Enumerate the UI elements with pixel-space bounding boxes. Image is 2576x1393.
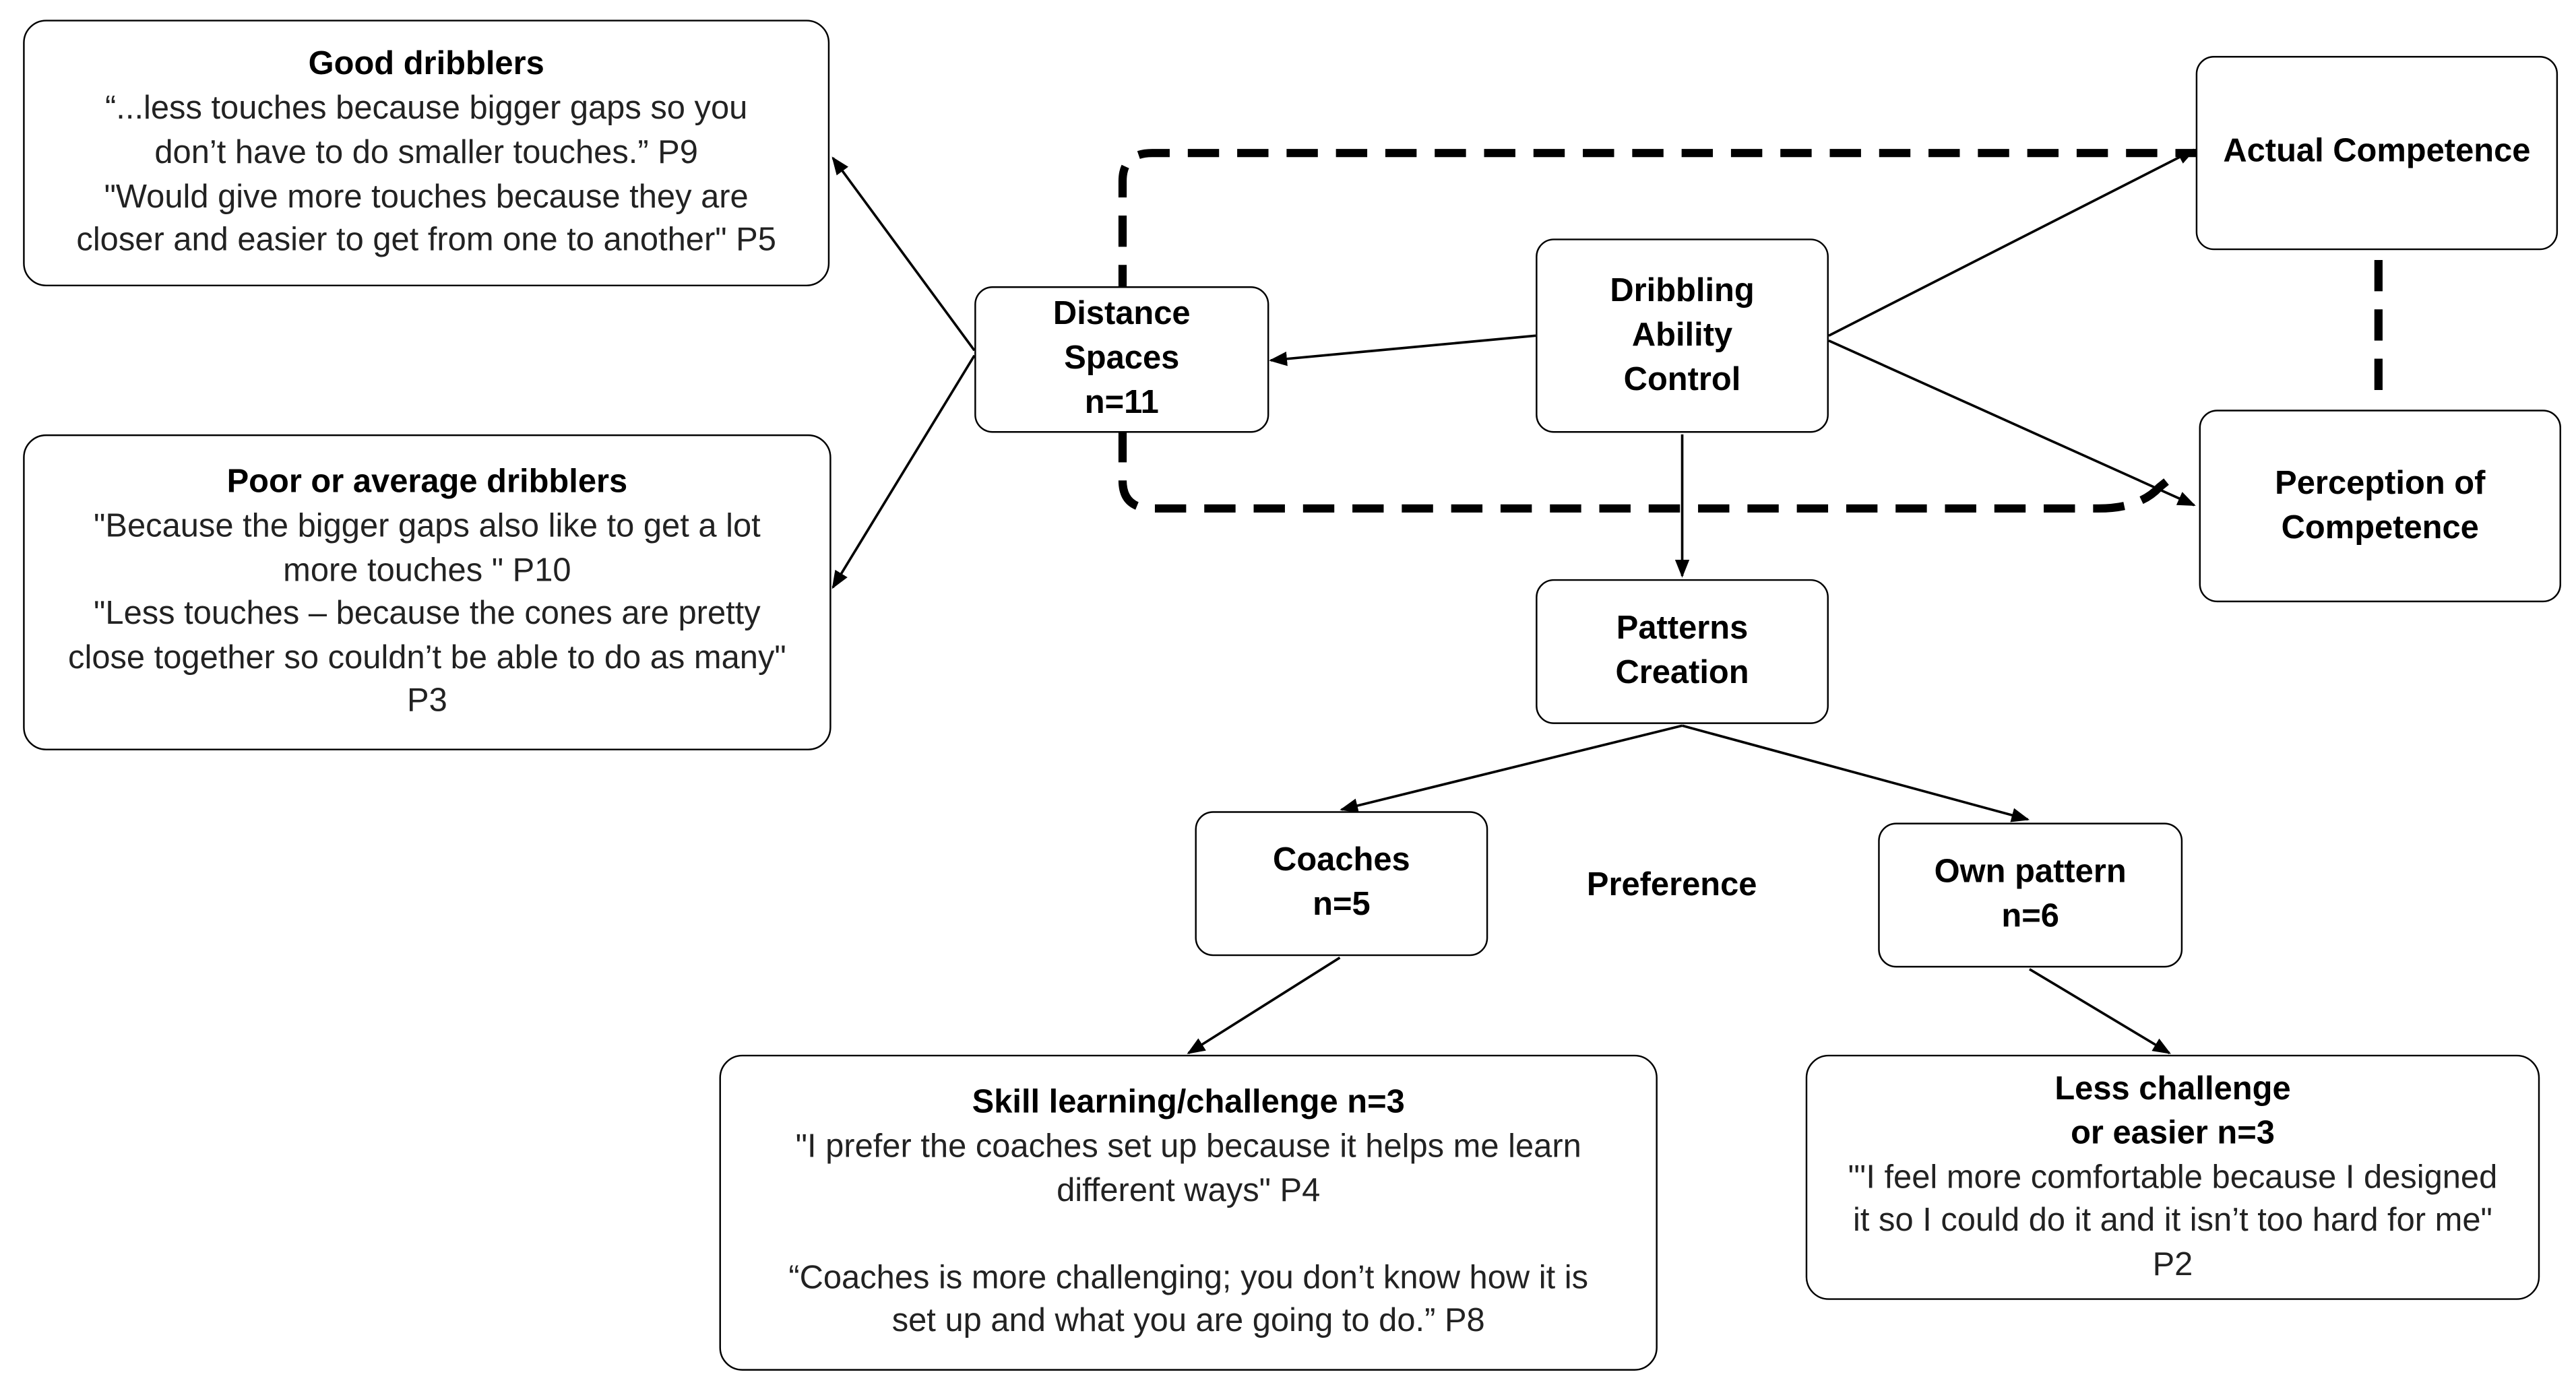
poor-dribblers-quote-p3: "Less touches – because the cones are pr…: [68, 595, 786, 720]
dashed-loop-connector: [1118, 149, 2198, 513]
perception-competence-title: Perception of Competence: [2275, 465, 2486, 546]
skill-learning-quote-p4: "I prefer the coaches set up because it …: [795, 1129, 1581, 1210]
good-dribblers-title: Good dribblers: [308, 46, 544, 83]
less-challenge-box: Less challenge or easier n=3 "'I feel mo…: [1805, 1054, 2540, 1300]
arrow-distance-to-poor: [831, 354, 976, 589]
poor-dribblers-title: Poor or average dribblers: [226, 463, 628, 500]
arrow-coaches-to-skill: [1187, 957, 1341, 1054]
arrow-dribbling-to-actual: [1828, 148, 2196, 337]
perception-competence-box: Perception of Competence: [2199, 410, 2561, 603]
poor-dribblers-quote-p10: "Because the bigger gaps also like to ge…: [94, 508, 761, 589]
good-dribblers-quote-p9: “...less touches because bigger gaps so …: [105, 91, 748, 171]
good-dribblers-box: Good dribblers “...less touches because …: [23, 20, 830, 287]
patterns-creation-title: Patterns Creation: [1615, 610, 1749, 691]
arrow-dribbling-to-perception: [1828, 339, 2196, 507]
arrow-patterns-to-own: [1682, 724, 2030, 822]
dribbling-ability-title: Dribbling Ability Control: [1610, 272, 1755, 397]
less-challenge-quote-p2: "'I feel more comfortable because I desi…: [1848, 1159, 2498, 1283]
arrow-patterns-to-coaches: [1340, 724, 1683, 813]
skill-learning-quote-p8: “Coaches is more challenging; you don’t …: [788, 1259, 1589, 1340]
coaches-title: Coaches n=5: [1273, 842, 1410, 924]
own-pattern-box: Own pattern n=6: [1878, 822, 2183, 968]
poor-dribblers-box: Poor or average dribblers "Because the b…: [23, 434, 831, 750]
skill-learning-box: Skill learning/challenge n=3 "I prefer t…: [719, 1054, 1658, 1371]
arrow-distance-to-good: [831, 156, 976, 352]
distance-spaces-title: Distance Spaces n=11: [1053, 296, 1191, 422]
actual-competence-box: Actual Competence: [2195, 56, 2558, 251]
arrow-own-to-less: [2029, 968, 2171, 1054]
own-pattern-title: Own pattern n=6: [1934, 853, 2127, 935]
patterns-creation-box: Patterns Creation: [1536, 579, 1829, 724]
actual-competence-title: Actual Competence: [2223, 132, 2531, 169]
less-challenge-title: Less challenge or easier n=3: [2054, 1070, 2291, 1152]
dribbling-ability-box: Dribbling Ability Control: [1536, 238, 1829, 433]
skill-learning-title: Skill learning/challenge n=3: [972, 1084, 1405, 1122]
arrow-dribbling-to-distance: [1269, 334, 1536, 366]
good-dribblers-quote-p5: "Would give more touches because they ar…: [76, 179, 776, 259]
coaches-box: Coaches n=5: [1195, 811, 1488, 957]
distance-spaces-box: Distance Spaces n=11: [974, 286, 1269, 433]
preference-label: Preference: [1586, 867, 1757, 904]
